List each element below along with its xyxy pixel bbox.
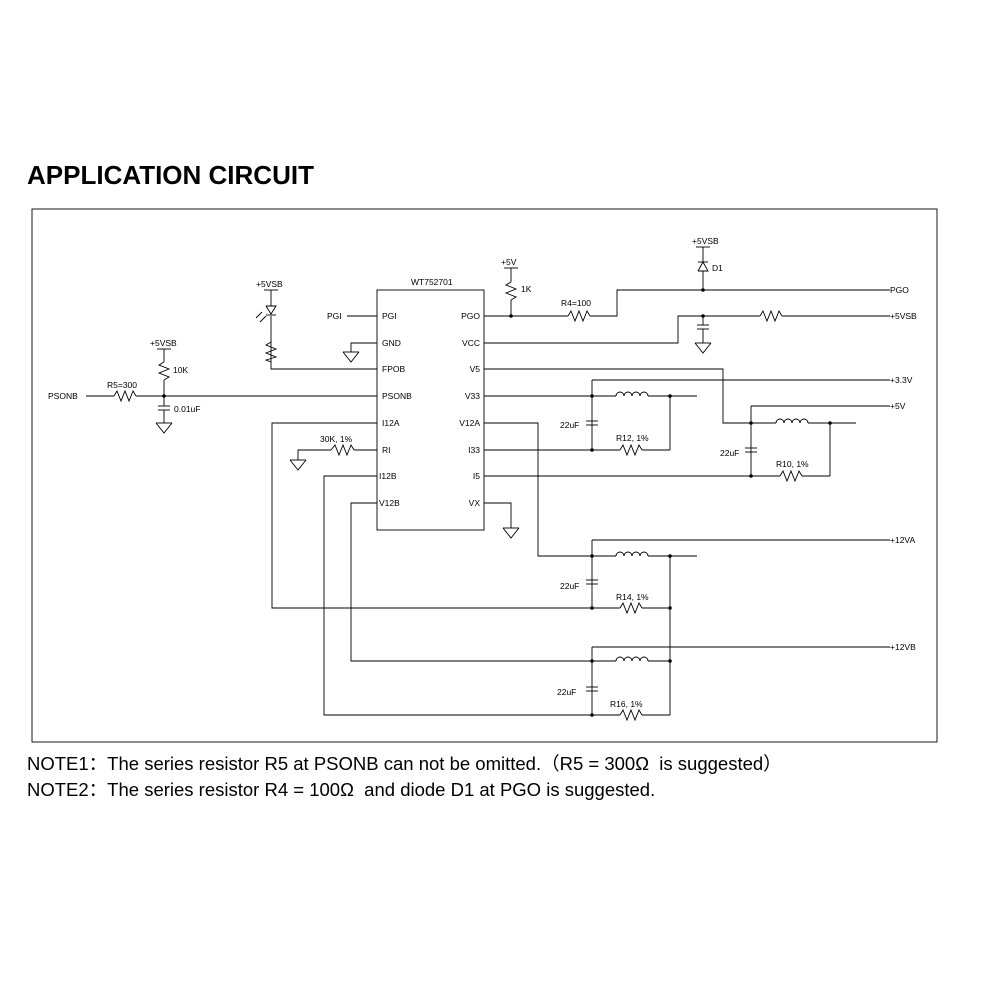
pin-left-2: GND bbox=[382, 338, 401, 348]
resistor-1k bbox=[504, 281, 518, 301]
label-c22-4: 22uF bbox=[557, 687, 576, 697]
pin-right-2: VCC bbox=[462, 338, 480, 348]
label-r12: R12, 1% bbox=[616, 433, 649, 443]
inductor-l33 bbox=[615, 391, 649, 397]
resistor-r12 bbox=[619, 443, 643, 457]
note-2: NOTE2：The series resistor R4 = 100Ω and … bbox=[27, 779, 656, 800]
note-1: NOTE1：The series resistor R5 at PSONB ca… bbox=[27, 753, 782, 774]
label-d1: D1 bbox=[712, 263, 723, 273]
pin-right-8: VX bbox=[469, 498, 481, 508]
pin-right-5: V12A bbox=[459, 418, 480, 428]
label-pgo-out: PGO bbox=[890, 285, 909, 295]
resistor-vsb bbox=[759, 309, 783, 323]
label-vsb-d1: +5VSB bbox=[692, 236, 719, 246]
label-r4: R4=100 bbox=[561, 298, 591, 308]
pin-left-1: PGI bbox=[382, 311, 397, 321]
resistor-r4 bbox=[567, 309, 591, 323]
resistor-r14 bbox=[619, 601, 643, 615]
label-v12a-out: +12VA bbox=[890, 535, 915, 545]
label-r16: R16, 1% bbox=[610, 699, 643, 709]
pin-right-1: PGO bbox=[461, 311, 480, 321]
label-psonb-net: PSONB bbox=[48, 391, 78, 401]
inductor-l12a bbox=[615, 551, 649, 557]
resistor-r16 bbox=[619, 708, 643, 722]
label-v33-out: +3.3V bbox=[890, 375, 913, 385]
label-c001: 0.01uF bbox=[174, 404, 200, 414]
label-vsb-out: +5VSB bbox=[890, 311, 917, 321]
chip-name: WT752701 bbox=[411, 277, 453, 287]
label-r10: R10, 1% bbox=[776, 459, 809, 469]
pin-right-4: V33 bbox=[465, 391, 480, 401]
page-title: APPLICATION CIRCUIT bbox=[27, 160, 314, 190]
resistor-r5 bbox=[113, 389, 137, 403]
label-r30k: 30K, 1% bbox=[320, 434, 353, 444]
resistor-10k bbox=[157, 361, 171, 381]
label-c22-1: 22uF bbox=[560, 420, 579, 430]
pin-left-3: FPOB bbox=[382, 364, 405, 374]
resistor-30k bbox=[330, 443, 355, 457]
label-v5-out: +5V bbox=[890, 401, 906, 411]
diagram-frame bbox=[31, 208, 938, 743]
pin-left-7: I12B bbox=[379, 471, 397, 481]
inductor-l12b bbox=[615, 656, 649, 662]
label-v5-top: +5V bbox=[501, 257, 517, 267]
label-r1k: 1K bbox=[521, 284, 532, 294]
pin-left-5: I12A bbox=[382, 418, 400, 428]
pin-left-8: V12B bbox=[379, 498, 400, 508]
label-vsb-10k: +5VSB bbox=[150, 338, 177, 348]
label-c22-3: 22uF bbox=[560, 581, 579, 591]
chip-body bbox=[376, 289, 485, 531]
pin-left-4: PSONB bbox=[382, 391, 412, 401]
label-r5: R5=300 bbox=[107, 380, 137, 390]
pin-right-3: V5 bbox=[470, 364, 481, 374]
resistor-r10 bbox=[779, 469, 803, 483]
pin-left-6: RI bbox=[382, 445, 391, 455]
label-c22-2: 22uF bbox=[720, 448, 739, 458]
label-vsb-led: +5VSB bbox=[256, 279, 283, 289]
resistor-fpob bbox=[264, 341, 278, 363]
pin-right-7: I5 bbox=[473, 471, 480, 481]
label-r14: R14, 1% bbox=[616, 592, 649, 602]
label-pgi-net: PGI bbox=[327, 311, 342, 321]
pin-right-6: I33 bbox=[468, 445, 480, 455]
label-v12b-out: +12VB bbox=[890, 642, 916, 652]
inductor-l5 bbox=[775, 418, 809, 424]
label-r10k: 10K bbox=[173, 365, 188, 375]
